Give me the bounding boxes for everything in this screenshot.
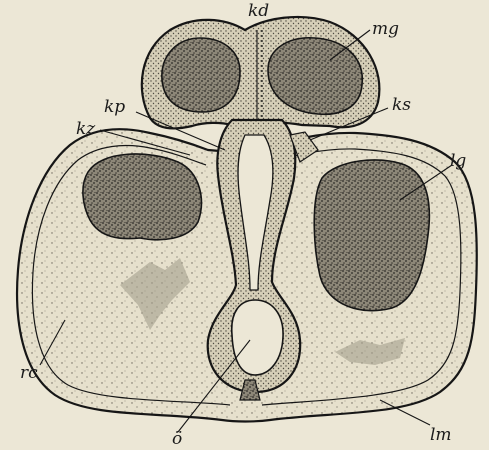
label-kz: kz	[76, 119, 96, 139]
label-lm: lm	[430, 425, 452, 445]
label-o: ö	[172, 429, 182, 449]
left-dorsal-mass	[162, 38, 240, 112]
left-gland	[83, 154, 201, 240]
label-lg: lg	[450, 151, 466, 171]
label-rc: rc	[20, 363, 38, 383]
label-mg: mg	[372, 19, 399, 39]
label-kp: kp	[104, 97, 125, 117]
label-kd: kd	[248, 1, 269, 21]
lg-gland	[314, 160, 429, 311]
esophagus-lumen	[232, 300, 283, 375]
label-ks: ks	[392, 95, 411, 115]
